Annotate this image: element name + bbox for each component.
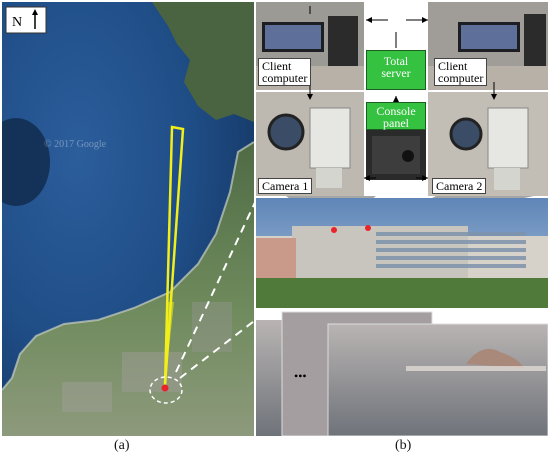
pc-tower-right xyxy=(524,14,546,66)
label-client-computer-right: Client computer xyxy=(434,58,488,86)
urban-area xyxy=(122,352,182,392)
label-camera1: Camera 1 xyxy=(258,178,313,194)
camera-view-beam-fill xyxy=(165,302,174,386)
monitor-screen-right xyxy=(461,25,517,49)
system-photo-panel: ••• Client computer Client computer Tota… xyxy=(256,2,548,436)
main-land xyxy=(2,142,254,436)
camera1-base xyxy=(316,168,342,188)
camera2-position-marker xyxy=(365,225,371,231)
caption-b: (b) xyxy=(395,438,412,453)
arrowhead-icon xyxy=(393,96,399,102)
map-graphic: © 2017 Google N xyxy=(2,2,254,436)
console-joystick xyxy=(402,150,414,162)
camera1-lens xyxy=(267,113,305,151)
north-peninsula xyxy=(152,2,254,122)
trees xyxy=(256,278,548,308)
deep-water xyxy=(2,118,50,206)
north-label: N xyxy=(12,15,22,30)
system-graphic: ••• xyxy=(256,2,548,436)
urban-area xyxy=(62,382,112,412)
arrowhead-icon xyxy=(366,17,372,23)
camera2-base xyxy=(494,168,520,190)
arrowhead-icon xyxy=(422,17,428,23)
satellite-map: © 2017 Google N xyxy=(2,2,254,436)
camera2-lens xyxy=(449,117,483,151)
camera1-body xyxy=(309,107,351,169)
monitor-screen-left xyxy=(265,25,321,49)
arrowhead-icon xyxy=(491,94,497,100)
label-console-panel: Console panel xyxy=(366,102,426,130)
camera-location-ring xyxy=(149,376,183,404)
camera1-position-marker xyxy=(331,227,337,233)
caption-a: (a) xyxy=(114,438,130,453)
label-camera2: Camera 2 xyxy=(432,178,487,194)
camera2-body xyxy=(487,107,529,169)
connector-line-upper xyxy=(175,195,259,373)
arrowhead-icon xyxy=(422,175,428,181)
connector-line-lower xyxy=(179,317,259,379)
captured-image-3 xyxy=(327,323,548,436)
north-indicator xyxy=(5,6,47,34)
map-watermark: © 2017 Google xyxy=(44,139,107,150)
arrowhead-icon xyxy=(307,94,313,100)
image-sequence-ellipsis: ••• xyxy=(294,369,307,383)
arrowhead-icon xyxy=(364,175,370,181)
pc-tower-left xyxy=(328,16,358,66)
building-windows xyxy=(376,232,526,268)
coastline xyxy=(2,141,254,391)
sea-glare xyxy=(406,366,546,371)
north-arrowhead-icon xyxy=(32,9,38,15)
label-client-computer-left: Client computer xyxy=(258,58,312,86)
label-total-server: Total server xyxy=(366,50,426,90)
camera-location-marker xyxy=(161,384,169,392)
camera-view-beam xyxy=(163,125,185,387)
target-object xyxy=(466,348,524,368)
